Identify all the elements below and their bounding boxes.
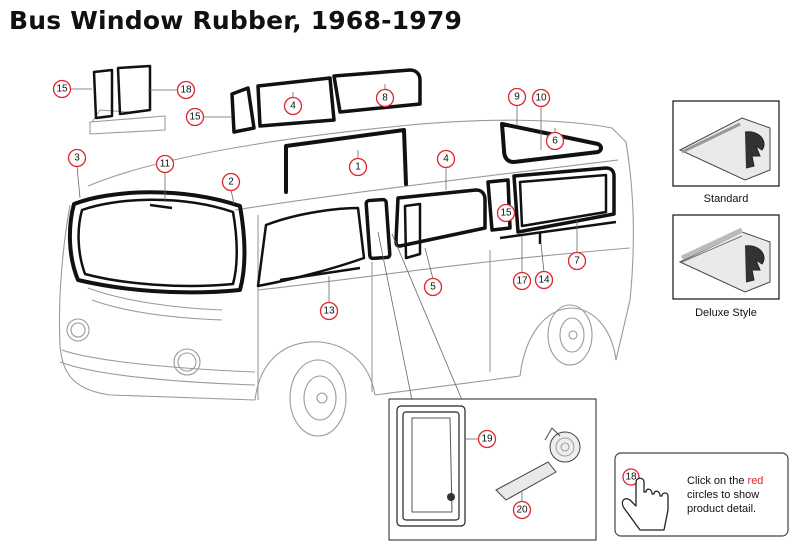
callout-number[interactable]: 3 bbox=[74, 153, 80, 164]
callout-part-14[interactable]: 14 bbox=[534, 270, 554, 290]
callout-circle[interactable] bbox=[567, 251, 587, 271]
window-rubbers bbox=[67, 64, 617, 295]
svg-text:18: 18 bbox=[625, 472, 637, 483]
callout-circle[interactable] bbox=[512, 271, 532, 291]
callout-circle[interactable] bbox=[283, 96, 303, 116]
callout-number[interactable]: 5 bbox=[430, 282, 436, 293]
callout-number[interactable]: 15 bbox=[56, 84, 68, 95]
callout-part-9[interactable]: 9 bbox=[507, 87, 527, 107]
callout-number[interactable]: 13 bbox=[323, 306, 335, 317]
callout-number[interactable]: 17 bbox=[516, 276, 528, 287]
callout-circle[interactable] bbox=[319, 301, 339, 321]
pointing-hand-icon bbox=[621, 477, 669, 531]
profile-deluxe bbox=[672, 214, 780, 300]
callout-number[interactable]: 15 bbox=[189, 112, 201, 123]
callout-number[interactable]: 1 bbox=[355, 162, 361, 173]
callout-part-3[interactable]: 3 bbox=[67, 148, 87, 168]
callout-circle[interactable] bbox=[176, 80, 196, 100]
windshield-rubber bbox=[67, 190, 247, 295]
callout-circle[interactable] bbox=[545, 131, 565, 151]
callout-circle[interactable] bbox=[531, 88, 551, 108]
callout-part-5[interactable]: 5 bbox=[423, 277, 443, 297]
hint-box: 18 Click on the red circles to show prod… bbox=[614, 452, 789, 537]
callout-number[interactable]: 20 bbox=[516, 505, 528, 516]
callout-number[interactable]: 4 bbox=[443, 154, 449, 165]
roof-panel-rubber bbox=[284, 128, 408, 194]
callout-circle[interactable] bbox=[67, 148, 87, 168]
callout-number[interactable]: 9 bbox=[514, 92, 520, 103]
callout-part-2[interactable]: 2 bbox=[221, 172, 241, 192]
callout-circle[interactable] bbox=[436, 149, 456, 169]
callout-number[interactable]: 6 bbox=[552, 136, 558, 147]
callout-circle[interactable] bbox=[534, 270, 554, 290]
callout-number[interactable]: 14 bbox=[538, 275, 550, 286]
callout-part-17[interactable]: 17 bbox=[512, 271, 532, 291]
callout-circle[interactable] bbox=[52, 79, 72, 99]
callout-part-20[interactable]: 20 bbox=[512, 500, 532, 520]
hint-line-2: circles to show bbox=[687, 489, 759, 501]
callout-circle[interactable] bbox=[348, 157, 368, 177]
callout-number[interactable]: 4 bbox=[290, 101, 296, 112]
callout-number[interactable]: 10 bbox=[535, 93, 547, 104]
cab-window-rubber bbox=[256, 206, 366, 288]
van-illustration bbox=[58, 109, 635, 437]
hint-line-3: product detail. bbox=[687, 503, 756, 515]
callout-part-4[interactable]: 4 bbox=[436, 149, 456, 169]
profile-standard-label: Standard bbox=[704, 193, 749, 205]
callout-part-1[interactable]: 1 bbox=[348, 157, 368, 177]
vent-window-inset bbox=[377, 231, 597, 541]
roof-window-c bbox=[332, 68, 422, 114]
profile-standard bbox=[672, 100, 780, 187]
callout-circle[interactable] bbox=[185, 107, 205, 127]
hint-line-1: Click on the red bbox=[687, 475, 763, 487]
callout-circle[interactable] bbox=[375, 88, 395, 108]
profile-deluxe-label: Deluxe Style bbox=[695, 307, 757, 319]
callout-circle[interactable] bbox=[507, 87, 527, 107]
callout-number[interactable]: 18 bbox=[180, 85, 192, 96]
page-title: Bus Window Rubber, 1968-1979 bbox=[9, 6, 463, 35]
callout-number[interactable]: 2 bbox=[228, 177, 234, 188]
callout-part-18[interactable]: 18 bbox=[176, 80, 196, 100]
callout-part-7[interactable]: 7 bbox=[567, 251, 587, 271]
callout-circle[interactable] bbox=[496, 203, 516, 223]
callout-part-15[interactable]: 15 bbox=[185, 107, 205, 127]
callout-part-19[interactable]: 19 bbox=[477, 429, 497, 449]
callout-part-10[interactable]: 10 bbox=[531, 88, 551, 108]
callout-number[interactable]: 8 bbox=[382, 93, 388, 104]
callout-part-13[interactable]: 13 bbox=[319, 301, 339, 321]
callout-part-6[interactable]: 6 bbox=[545, 131, 565, 151]
hint-sample-callout: 18 bbox=[622, 468, 640, 486]
callout-number[interactable]: 15 bbox=[500, 208, 512, 219]
callout-part-15[interactable]: 15 bbox=[496, 203, 516, 223]
callout-circle[interactable] bbox=[423, 277, 443, 297]
callout-circle[interactable] bbox=[512, 500, 532, 520]
roof-window-a bbox=[230, 86, 256, 134]
callout-part-4[interactable]: 4 bbox=[283, 96, 303, 116]
callout-circle[interactable] bbox=[221, 172, 241, 192]
callout-part-8[interactable]: 8 bbox=[375, 88, 395, 108]
callout-part-15[interactable]: 15 bbox=[52, 79, 72, 99]
callout-number[interactable]: 11 bbox=[160, 159, 171, 170]
callout-number[interactable]: 7 bbox=[574, 256, 580, 267]
callout-number[interactable]: 19 bbox=[481, 434, 493, 445]
callout-circle[interactable] bbox=[155, 154, 175, 174]
callout-circle[interactable] bbox=[477, 429, 497, 449]
door-window-frame bbox=[92, 68, 114, 120]
callout-leaders bbox=[70, 84, 578, 502]
callout-part-11[interactable]: 11 bbox=[155, 154, 175, 174]
